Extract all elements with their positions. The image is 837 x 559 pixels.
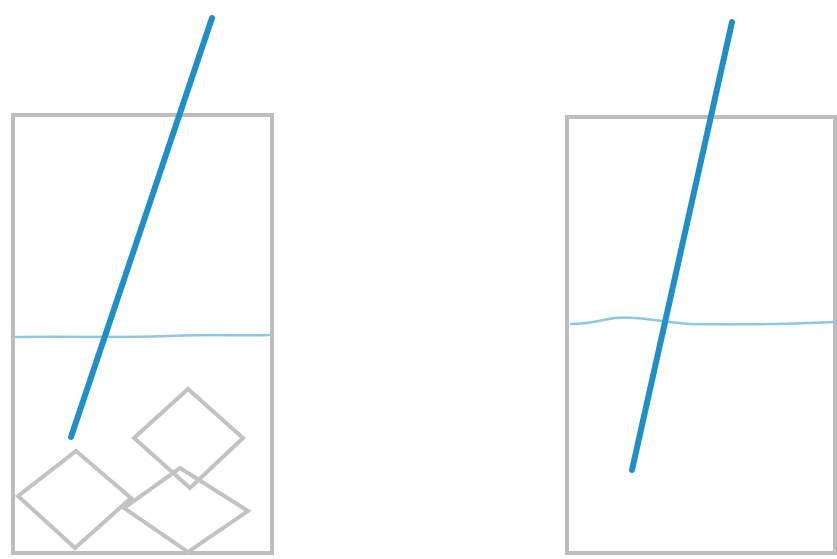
right-glass	[567, 117, 835, 553]
left-panel	[13, 18, 272, 553]
left-water-surface	[15, 335, 270, 337]
right-panel	[567, 22, 835, 553]
left-straw	[71, 18, 212, 437]
ice-cube	[18, 451, 131, 548]
ice-cubes	[18, 389, 248, 552]
right-straw	[632, 22, 732, 470]
right-water-surface	[570, 318, 835, 325]
ice-cube	[124, 468, 248, 552]
